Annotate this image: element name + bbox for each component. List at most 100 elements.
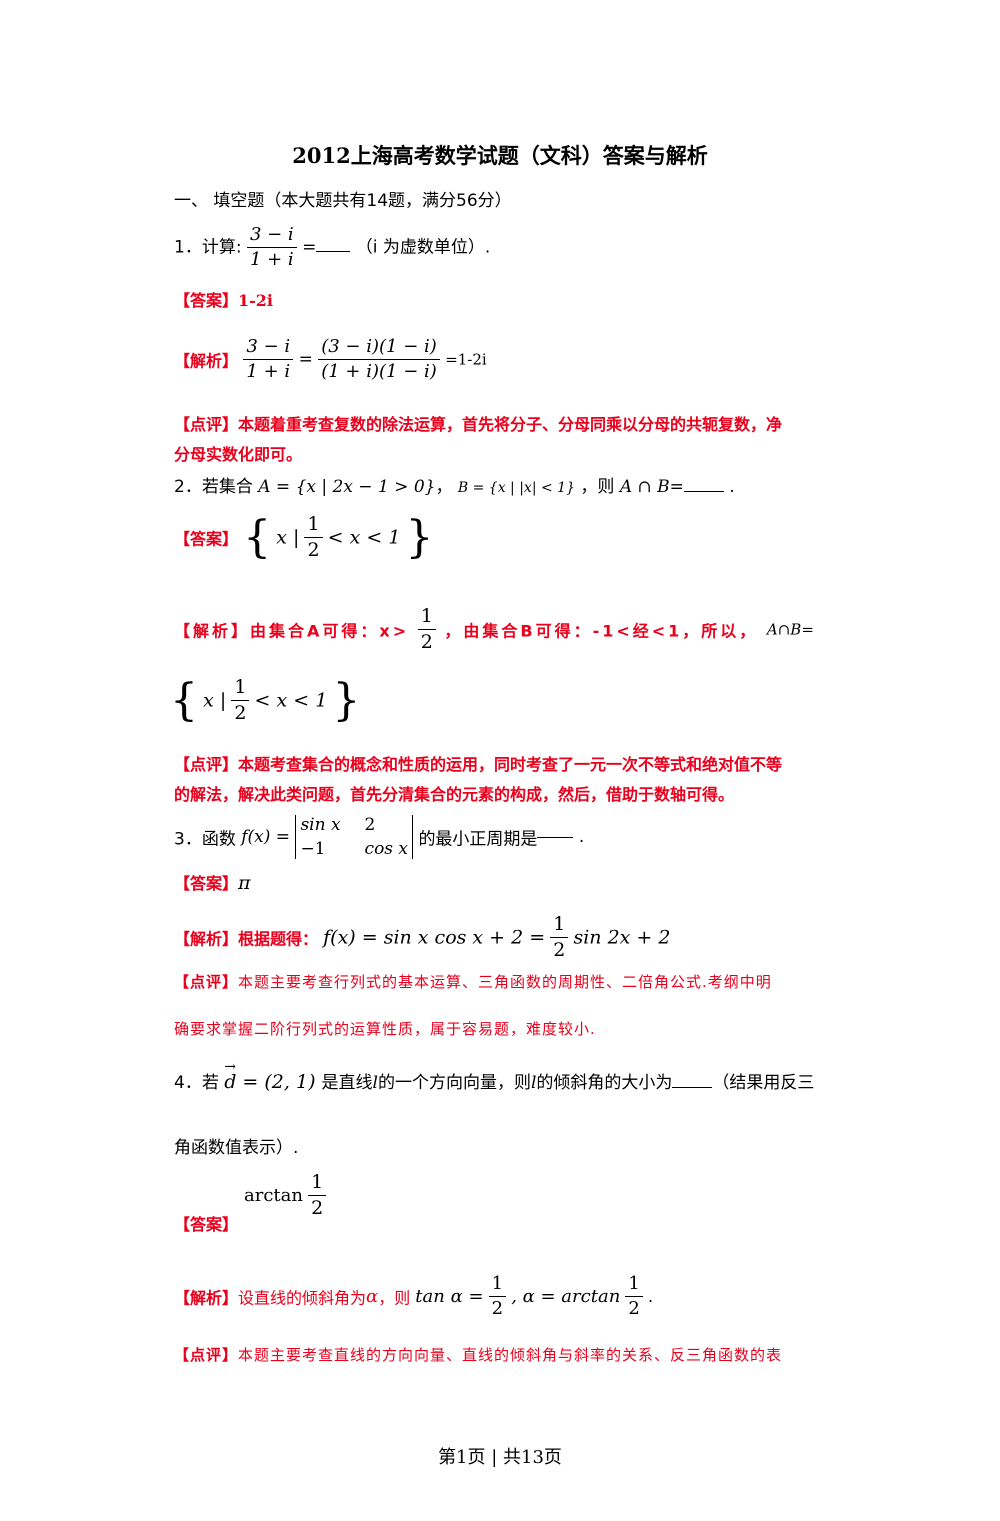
answer-1: 【答案】1-2i: [174, 287, 273, 311]
question-4-line2: 角函数值表示）.: [174, 1138, 299, 1158]
analysis-2-part2: ，由集合B可得：-1<经<1，所以，: [444, 621, 759, 641]
analysis-2: 【解析】由集合A可得：x> 1 2 ，由集合B可得：-1<经<1，所以， A∩B…: [174, 606, 814, 653]
left-brace: {: [170, 675, 198, 726]
answer-2: 【答案】 { x | 1 2 < x < 1 }: [174, 512, 434, 563]
line-l: l: [372, 1073, 378, 1093]
answer-label: 【答案】: [174, 874, 239, 893]
comment-3-line1: 本题主要考查行列式的基本运算、三角函数的周期性、二倍角公式.考纲中明: [238, 973, 772, 991]
question-2: 2．若集合 A = {x | 2x − 1 > 0}， B = {x | |x|…: [174, 477, 735, 497]
analysis-label: 【解析】: [174, 1288, 239, 1308]
fraction-numerator: 1: [304, 514, 323, 538]
fraction-denominator: 2: [307, 539, 320, 561]
right-brace: }: [332, 675, 361, 726]
function-name: f(x) =: [241, 827, 291, 847]
question-4: 4．若 → d = (2, 1) 是直线l的一个方向向量，则l的倾斜角的大小为（…: [174, 1059, 815, 1093]
vector-arrow-icon: →: [224, 1059, 236, 1075]
question-1-fraction: 3 − i 1 + i: [246, 225, 297, 270]
analysis-3-lead: 根据题得：: [238, 929, 319, 949]
analysis-2-set-var: x |: [203, 689, 227, 712]
answer-1-value: 1-2i: [238, 291, 273, 310]
alpha-symbol: α: [366, 1285, 379, 1307]
analysis-3-expr2: sin 2x + 2: [573, 926, 671, 949]
answer-label: 【答案】: [174, 291, 239, 310]
question-2-lead: 2．若集合: [174, 477, 253, 497]
fraction-numerator: 1: [231, 677, 250, 701]
answer-2-half: 1 2: [304, 514, 323, 561]
fraction-numerator: 1: [625, 1274, 643, 1297]
answer-blank: [316, 251, 351, 253]
analysis-1-result: =1-2i: [445, 350, 487, 369]
determinant-cell: sin x: [300, 815, 341, 835]
analysis-3: 【解析】根据题得： f(x) = sin x cos x + 2 = 1 2 s…: [174, 914, 670, 961]
arctan-text: arctan: [244, 1184, 303, 1206]
comment-label: 【点评】: [174, 973, 239, 991]
fraction-numerator: 3 − i: [243, 337, 294, 360]
page-footer: 第1页 | 共13页: [438, 1447, 562, 1468]
analysis-1-fraction-b: (3 − i)(1 − i) (1 + i)(1 − i): [318, 337, 440, 382]
fraction-numerator: 3 − i: [246, 225, 297, 248]
fraction-numerator: 1: [308, 1172, 327, 1196]
vector-value: d = (2, 1): [224, 1071, 316, 1093]
document-title: 2012上海高考数学试题（文科）答案与解析: [292, 143, 708, 168]
analysis-2-part1: 由集合A可得：x>: [250, 621, 410, 641]
question-1: 1．计算: 3 − i 1 + i = （i 为虚数单位）.: [174, 224, 491, 270]
question-3: 3．函数 f(x) = sin x 2 −1 cos x 的最小正周期是 .: [174, 815, 585, 859]
analysis-4-expr2: , α = arctan: [511, 1285, 621, 1307]
question-4-mid2: 的一个方向向量，则: [377, 1073, 531, 1093]
fraction-denominator: 2: [234, 702, 247, 724]
question-1-tail: （i 为虚数单位）.: [355, 237, 491, 258]
answer-4-half: 1 2: [308, 1172, 327, 1219]
answer-2-inequality: < x < 1: [327, 526, 401, 549]
question-1-lead: 1．计算:: [174, 237, 242, 258]
direction-vector: → d = (2, 1): [224, 1059, 321, 1093]
answer-2-set: x |: [276, 526, 300, 549]
question-3-lead: 3．函数: [174, 829, 236, 850]
analysis-3-expr1: f(x) = sin x cos x + 2 =: [323, 926, 546, 949]
fraction-numerator: (3 − i)(1 − i): [318, 337, 440, 360]
fraction-denominator: 2: [491, 1297, 504, 1319]
question-2-tail: ，则: [580, 477, 615, 497]
line-l: l: [530, 1073, 537, 1093]
comment-label: 【点评】: [174, 1346, 239, 1364]
fraction-denominator: 2: [311, 1196, 324, 1219]
fraction-denominator: 2: [420, 630, 433, 653]
analysis-2-intersection: A∩B=: [766, 620, 814, 639]
analysis-2-set: { x | 1 2 < x < 1 }: [170, 675, 360, 726]
comment-1-line2: 分母实数化即可。: [174, 445, 303, 464]
answer-blank: [683, 491, 724, 492]
comment-label: 【点评】: [174, 755, 239, 774]
answer-4-expr: arctan 1 2: [244, 1172, 327, 1219]
analysis-1-fraction-a: 3 − i 1 + i: [243, 337, 294, 382]
answer-3: 【答案】π: [174, 870, 251, 894]
set-b: B = {x | |x| < 1}: [457, 480, 575, 496]
question-4-mid3: 的倾斜角的大小为: [536, 1073, 673, 1093]
analysis-4-expr1: tan α =: [415, 1285, 484, 1307]
fraction-denominator: 2: [628, 1297, 640, 1319]
fraction-numerator: 1: [488, 1274, 507, 1297]
analysis-2-set-half: 1 2: [231, 677, 250, 724]
analysis-4-part1: 设直线的倾斜角为: [238, 1288, 367, 1308]
analysis-4-half-b: 1 2: [625, 1274, 643, 1319]
determinant-cell: 2: [364, 815, 376, 835]
comment-2-line2: 的解法，解决此类问题，首先分清集合的元素的构成，然后，借助于数轴可得。: [174, 785, 735, 804]
analysis-2-set-ineq: < x < 1: [254, 689, 328, 712]
fraction-numerator: 1: [550, 914, 569, 938]
right-brace: }: [405, 512, 434, 563]
fraction-numerator: 1: [417, 606, 436, 630]
comment-4: 【点评】本题主要考查直线的方向向量、直线的倾斜角与斜率的关系、反三角函数的表: [174, 1344, 782, 1365]
determinant: sin x 2 −1 cos x: [295, 815, 414, 859]
analysis-3-half: 1 2: [550, 914, 569, 961]
question-4-mid1: 是直线: [321, 1073, 373, 1093]
comment-1-line1: 本题着重考查复数的除法运算，首先将分子、分母同乘以分母的共轭复数，净: [238, 415, 783, 434]
answer-label: 【答案】: [174, 529, 239, 549]
section-heading: 一、 填空题（本大题共有14题，满分56分）: [174, 191, 512, 211]
determinant-cell: −1: [300, 839, 326, 859]
answer-3-value: π: [238, 872, 251, 894]
set-a: A = {x | 2x − 1 > 0}: [258, 477, 436, 497]
question-4-tail1: （结果用反三: [712, 1073, 815, 1093]
comment-2: 【点评】本题考查集合的概念和性质的运用，同时考查了一元一次不等式和绝对值不等 的…: [174, 750, 834, 810]
answer-blank: [537, 836, 574, 838]
analysis-label: 【解析】: [174, 621, 251, 641]
answer-4-label-row: 【答案】: [174, 1211, 238, 1235]
left-brace: {: [243, 512, 272, 563]
